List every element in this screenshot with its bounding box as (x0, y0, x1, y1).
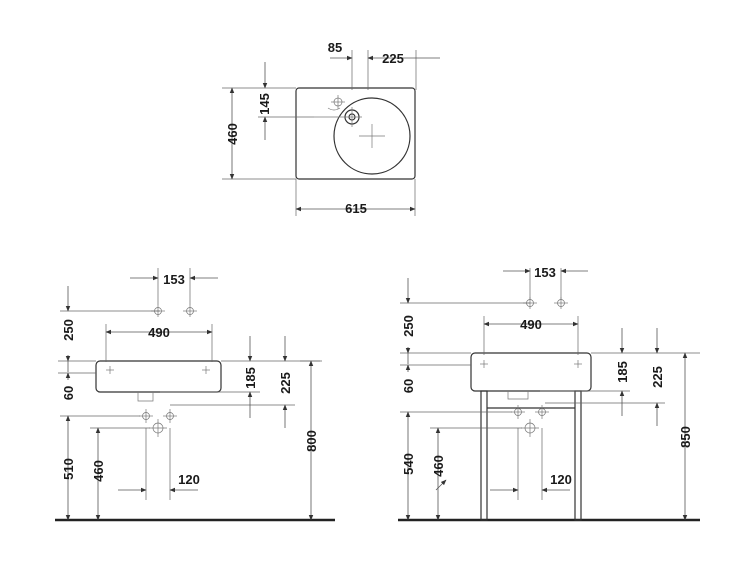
dim-60-left: 60 (61, 386, 76, 400)
dim-850: 850 (678, 426, 693, 448)
bowl-circle (333, 97, 411, 175)
dim-153-right: 153 (534, 265, 556, 280)
stand-leg-left (480, 390, 488, 521)
dim-250-right: 250 (401, 315, 416, 337)
stand-leg-right (574, 390, 582, 521)
dim-120-right: 120 (550, 472, 572, 487)
dim-460-right: 460 (431, 455, 446, 477)
dim-460-left: 460 (91, 460, 106, 482)
dim-615: 615 (345, 201, 367, 216)
left-front-view: 153 250 490 60 185 225 (55, 268, 335, 522)
right-front-view: 153 250 490 60 185 225 (398, 265, 700, 522)
top-view: 85 225 145 460 615 (222, 40, 440, 216)
dim-225-top: 225 (382, 51, 404, 66)
dim-145: 145 (257, 93, 272, 115)
dim-540: 540 (401, 453, 416, 475)
dim-225-right: 225 (650, 366, 665, 388)
dim-490-right: 490 (520, 317, 542, 332)
leader-arrow (435, 479, 447, 491)
dim-490-left: 490 (148, 325, 170, 340)
dim-510: 510 (61, 458, 76, 480)
dim-225-left: 225 (278, 372, 293, 394)
basin-front-outline (95, 360, 222, 393)
dim-250-left: 250 (61, 319, 76, 341)
basin-front-outline-stand (470, 352, 592, 392)
dim-800: 800 (304, 430, 319, 452)
dim-85: 85 (328, 40, 342, 55)
dim-185-right: 185 (615, 361, 630, 383)
basin-top-outline (295, 87, 416, 180)
dim-60-right: 60 (401, 379, 416, 393)
dim-460-top: 460 (225, 123, 240, 145)
dim-120-left: 120 (178, 472, 200, 487)
dim-153-left: 153 (163, 272, 185, 287)
dim-185-left: 185 (243, 367, 258, 389)
